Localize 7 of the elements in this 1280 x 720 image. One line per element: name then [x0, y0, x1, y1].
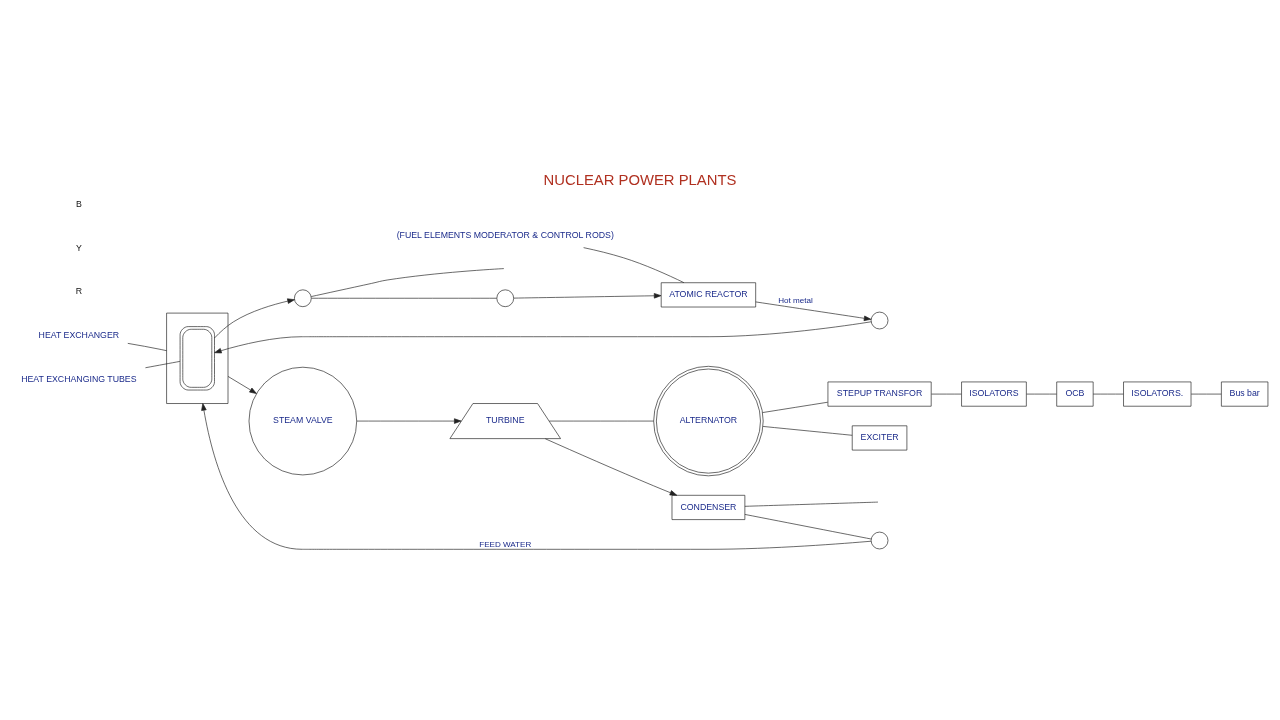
- diagram-title: NUCLEAR POWER PLANTS: [543, 172, 737, 189]
- node-text: HEAT EXCHANGING TUBES: [21, 374, 137, 385]
- label: R: [75, 286, 83, 297]
- label: B: [75, 198, 82, 209]
- node-text: (FUEL ELEMENTS MODERATOR & CONTROL RODS): [396, 229, 614, 240]
- node-text: HEAT EXCHANGER: [38, 330, 120, 341]
- label: Y: [75, 242, 82, 253]
